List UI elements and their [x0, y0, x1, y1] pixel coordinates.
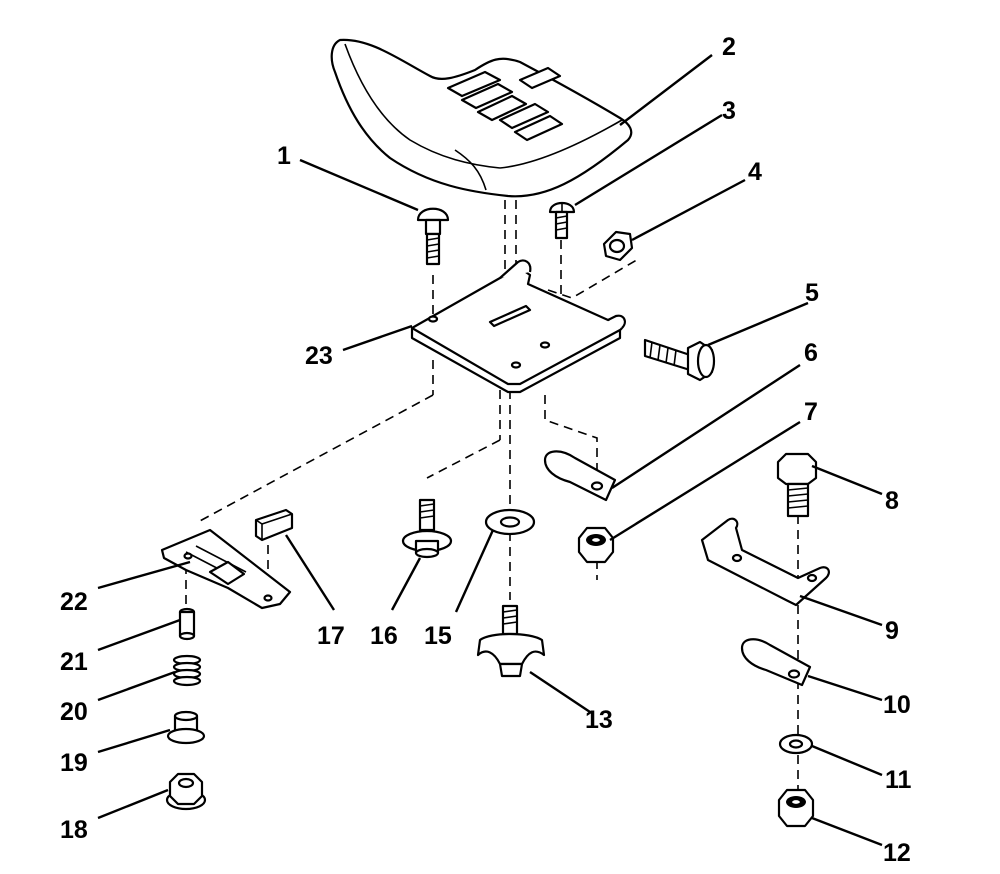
callout-7: 7 — [804, 398, 818, 426]
pad — [254, 508, 294, 542]
callout-17: 17 — [317, 622, 345, 650]
assembly-lines — [185, 200, 799, 810]
seat — [330, 38, 633, 198]
callout-1: 1 — [277, 142, 291, 170]
clip-10 — [740, 638, 812, 687]
callout-8: 8 — [885, 487, 899, 515]
carriage-bolt — [416, 207, 450, 266]
callout-19: 19 — [60, 749, 88, 777]
callout-3: 3 — [722, 97, 736, 125]
callout-2: 2 — [722, 33, 736, 61]
callout-20: 20 — [60, 698, 88, 726]
callout-5: 5 — [805, 279, 819, 307]
lock-nut-7 — [577, 526, 615, 564]
screw — [548, 201, 576, 240]
callout-18: 18 — [60, 816, 88, 844]
callout-12: 12 — [883, 839, 911, 867]
clip-6 — [543, 450, 617, 502]
callout-11: 11 — [885, 766, 912, 794]
hex-bolt-8 — [776, 452, 818, 518]
pin — [178, 607, 196, 641]
callout-22: 22 — [60, 588, 88, 616]
callout-6: 6 — [804, 339, 818, 367]
callout-labels: 1 2 3 4 5 6 7 8 9 10 11 12 13 15 16 17 1… — [60, 33, 912, 867]
callout-15: 15 — [424, 622, 452, 650]
spring — [172, 654, 202, 687]
callout-10: 10 — [883, 691, 911, 719]
bushing — [166, 710, 206, 745]
callout-23: 23 — [305, 342, 333, 370]
callout-16: 16 — [370, 622, 398, 650]
nut — [602, 230, 634, 262]
seat-pan — [410, 259, 626, 394]
shoulder-bolt — [401, 498, 453, 559]
callout-13: 13 — [585, 706, 613, 734]
washer-11 — [778, 733, 814, 755]
knob — [476, 604, 546, 678]
callout-4: 4 — [748, 158, 762, 186]
bracket — [700, 517, 830, 607]
lock-nut-12 — [777, 788, 815, 828]
callout-9: 9 — [885, 617, 899, 645]
seat-grip-pattern — [446, 66, 564, 142]
leader-lines — [97, 54, 883, 847]
flange-nut — [165, 772, 207, 811]
washer-15 — [484, 508, 536, 536]
callout-21: 21 — [60, 648, 88, 676]
latch-plate — [160, 528, 292, 610]
hex-bolt-5 — [643, 338, 716, 382]
